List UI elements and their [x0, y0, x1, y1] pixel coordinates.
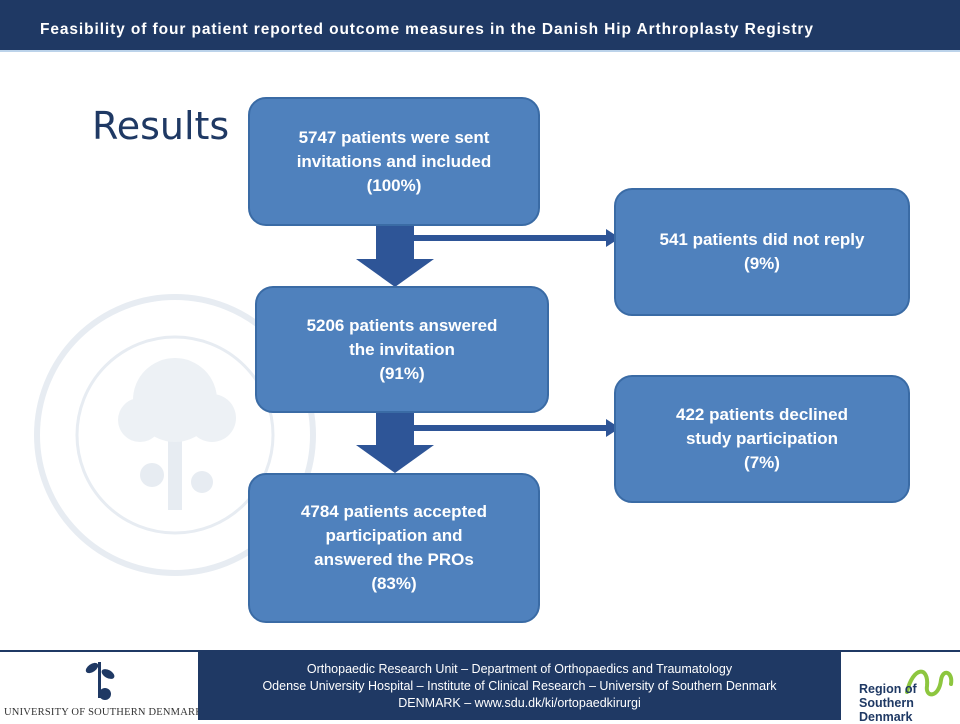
region-swirl-icon	[905, 669, 954, 697]
down-arrow-2	[356, 413, 434, 473]
right-arrow-2	[412, 419, 620, 437]
region-logo-line1: Region of	[859, 682, 917, 696]
box-invited: 5747 patients were sent invitations and …	[248, 97, 540, 226]
footer-line3: DENMARK – www.sdu.dk/ki/ortopaedkirurgi	[398, 695, 641, 710]
box-accepted-line4: (83%)	[371, 574, 417, 593]
sdu-logo: UNIVERSITY OF SOUTHERN DENMARK	[0, 652, 203, 720]
header-rule	[0, 50, 960, 52]
footer-line2: Odense University Hospital – Institute o…	[262, 678, 777, 693]
box-invited-line1: 5747 patients were sent	[298, 127, 490, 147]
box-declined: 422 patients declined study participatio…	[614, 375, 910, 503]
region-logo-text: Region of Southern Denmark	[859, 682, 960, 724]
box-no-reply: 541 patients did not reply (9%)	[614, 188, 910, 316]
box-accepted-line1: 4784 patients accepted	[300, 502, 488, 521]
footer: Orthopaedic Research Unit – Department o…	[198, 652, 841, 720]
box-declined-line2: study participation	[685, 429, 839, 448]
right-arrow-1	[412, 229, 620, 247]
box-invited-line3: (100%)	[366, 175, 422, 195]
footer-rule	[0, 650, 960, 652]
box-answered-line1: 5206 patients answered	[306, 315, 498, 335]
sdu-logo-text: UNIVERSITY OF SOUTHERN DENMARK	[4, 707, 203, 718]
box-accepted: 4784 patients accepted participation and…	[248, 473, 540, 623]
university-seal-watermark	[34, 294, 316, 576]
slide-title: Results	[92, 104, 230, 148]
box-no-reply-line2: (9%)	[744, 254, 780, 273]
header-bar: Feasibility of four patient reported out…	[0, 0, 960, 50]
box-declined-line1: 422 patients declined	[676, 405, 848, 424]
box-declined-line3: (7%)	[744, 453, 780, 472]
box-no-reply-line1: 541 patients did not reply	[659, 230, 865, 249]
down-arrow-1	[356, 225, 434, 287]
footer-line1: Orthopaedic Research Unit – Department o…	[306, 661, 733, 676]
box-answered-line2: the invitation	[349, 339, 455, 359]
box-answered: 5206 patients answered the invitation (9…	[255, 286, 549, 413]
sdu-apple-tree-icon	[85, 662, 115, 700]
header-title: Feasibility of four patient reported out…	[40, 21, 814, 38]
box-accepted-line3: answered the PROs	[314, 550, 474, 569]
box-answered-line3: (91%)	[379, 363, 425, 383]
box-invited-line2: invitations and included	[296, 151, 492, 171]
region-logo: Region of Southern Denmark	[841, 652, 960, 724]
box-accepted-line2: participation and	[325, 526, 463, 545]
